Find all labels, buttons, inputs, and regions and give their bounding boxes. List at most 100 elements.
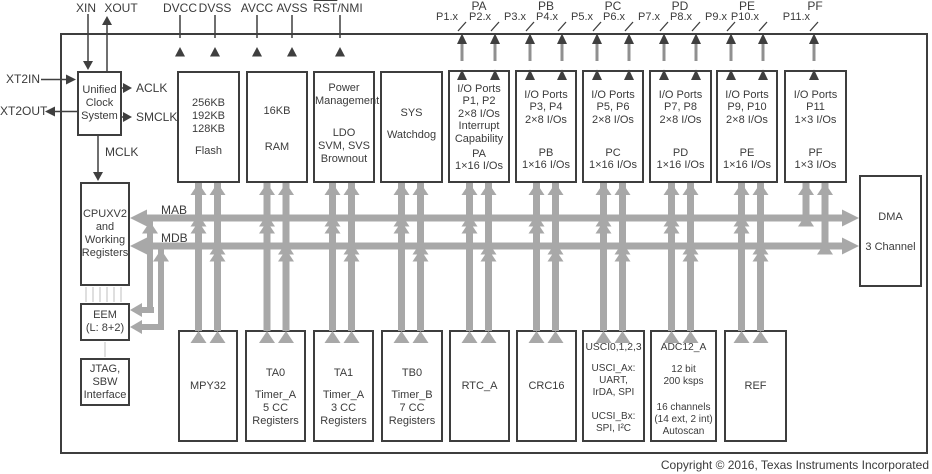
block-io-port-pf: I/O Ports P11 1×3 I/Os PF 1×3 I/Os — [784, 70, 847, 183]
bus-column-arrows — [190, 183, 833, 343]
ram-size: 16KB — [263, 105, 291, 117]
io-pe-title: I/O Ports P9, P10 2×8 I/Os — [725, 89, 769, 126]
mpy32-label: MPY32 — [189, 379, 227, 392]
copyright-notice: Copyright © 2016, Texas Instruments Inco… — [660, 458, 929, 472]
pin-label-dvcc: DVCC — [162, 1, 197, 15]
pin-label-p6x: P6.x — [602, 11, 625, 23]
io-pd-detail: PD 1×16 I/Os — [656, 147, 705, 172]
pin-label-p7x: P7.x — [637, 11, 660, 23]
supply-pin-arrows — [175, 15, 345, 57]
nmi-label: /NMI — [337, 1, 363, 15]
dma-detail: 3 Channel — [865, 241, 916, 253]
block-ta0: TA0 Timer_A 5 CC Registers — [245, 330, 306, 442]
pin-label-xt2out: XT2OUT — [0, 104, 48, 118]
ram-label: RAM — [264, 141, 290, 153]
usci-title: USCI0,1,2,3 — [585, 342, 642, 353]
io-pc-title: I/O Ports P5, P6 2×8 I/Os — [591, 89, 635, 126]
pin-label-p10x: P10.x — [730, 11, 759, 23]
block-rtc: RTC_A — [449, 330, 510, 442]
block-crc16: CRC16 — [516, 330, 577, 442]
usci-detail: UCSI_Bx: SPI, I²C — [591, 411, 636, 434]
block-io-port-pc: I/O Ports P5, P6 2×8 I/Os PC 1×16 I/Os — [582, 70, 644, 183]
io-pb-title: I/O Ports P3, P4 2×8 I/Os — [524, 89, 568, 126]
pin-label-p3x: P3.x — [503, 11, 526, 23]
sys-detail: Watchdog — [386, 129, 437, 141]
jtag-label: JTAG, SBW Interface — [83, 362, 127, 401]
pin-label-xout: XOUT — [104, 1, 138, 15]
adc12-mid: 12 bit 200 ksps — [663, 364, 704, 387]
port-group-label-pd: PD — [671, 0, 689, 13]
eem-label: EEM (L: 8+2) — [85, 309, 125, 334]
pin-label-p2x: P2.x — [468, 11, 491, 23]
tb0-title: TB0 — [401, 367, 423, 379]
pin-label-xt2in: XT2IN — [5, 72, 40, 86]
pin-label-avcc: AVCC — [240, 1, 274, 15]
io-pb-detail: PB 1×16 I/Os — [521, 147, 570, 172]
pin-label-p11x: P11.x — [782, 11, 810, 23]
bus-label-mdb: MDB — [161, 231, 188, 245]
signal-label-mclk: MCLK — [105, 145, 139, 159]
tb0-detail: Timer_B 7 CC Registers — [388, 389, 436, 427]
pin-label-rst-nmi: RST/NMI — [303, 2, 373, 15]
pin-label-p4x: P4.x — [535, 11, 558, 23]
pin-label-dvss: DVSS — [198, 1, 232, 15]
io-pe-detail: PE 1×16 I/Os — [722, 147, 771, 172]
block-adc12: ADC12_A 12 bit 200 ksps 16 channels (14 … — [650, 330, 717, 442]
block-ta1: TA1 Timer_A 3 CC Registers — [313, 330, 374, 442]
mdb-bus-arrow — [130, 237, 859, 255]
signal-label-smclk: SMCLK — [136, 110, 178, 124]
block-flash: 256KB 192KB 128KB Flash — [177, 71, 240, 183]
signal-label-aclk: ACLK — [136, 81, 168, 95]
pin-label-p5x: P5.x — [570, 11, 593, 23]
block-eem: EEM (L: 8+2) — [80, 303, 130, 341]
block-io-port-pb: I/O Ports P3, P4 2×8 I/Os PB 1×16 I/Os — [515, 70, 577, 183]
block-ram: 16KB RAM — [246, 71, 308, 183]
io-pa-detail: PA 1×16 I/Os — [454, 148, 503, 173]
port-group-label-pc: PC — [604, 0, 622, 13]
rst-label: RST — [313, 1, 338, 15]
io-pf-detail: PF 1×3 I/Os — [794, 147, 837, 172]
ucs-label: Unified Clock System — [81, 84, 118, 122]
ta1-detail: Timer_A 3 CC Registers — [320, 389, 367, 427]
pin-label-p8x: P8.x — [669, 11, 692, 23]
rtc-label: RTC_A — [461, 379, 498, 392]
pmm-title: Power Management — [315, 82, 380, 107]
block-ref: REF — [724, 330, 787, 442]
block-cpu: CPUXV2 and Working Registers — [80, 182, 130, 286]
ta1-title: TA1 — [333, 367, 354, 379]
flash-label: Flash — [195, 145, 222, 157]
port-group-label-pb: PB — [537, 0, 554, 13]
pmm-detail: LDO SVM, SVS Brownout — [318, 127, 370, 165]
pin-label-avss: AVSS — [276, 1, 308, 15]
port-group-label-pe: PE — [738, 0, 755, 13]
block-dma: DMA 3 Channel — [859, 175, 922, 287]
pin-label-p1x: P1.x — [435, 11, 458, 23]
ta0-detail: Timer_A 5 CC Registers — [252, 389, 299, 427]
port-group-label-pf: PF — [807, 0, 823, 13]
io-pa-title: I/O Ports P1, P2 2×8 I/Os Interrupt Capa… — [454, 83, 504, 145]
block-mpy32: MPY32 — [178, 330, 238, 442]
ref-label: REF — [744, 379, 767, 392]
io-pc-detail: PC 1×16 I/Os — [588, 147, 637, 172]
block-tb0: TB0 Timer_B 7 CC Registers — [381, 330, 443, 442]
cpu-label: CPUXV2 and Working Registers — [81, 208, 129, 259]
block-io-port-pe: I/O Ports P9, P10 2×8 I/Os PE 1×16 I/Os — [716, 70, 778, 183]
block-sys: SYS Watchdog — [380, 71, 443, 183]
block-jtag: JTAG, SBW Interface — [80, 358, 130, 406]
block-io-port-pa: I/O Ports P1, P2 2×8 I/Os Interrupt Capa… — [448, 70, 510, 183]
io-pf-title: I/O Ports P11 1×3 I/Os — [793, 89, 838, 126]
sys-title: SYS — [400, 107, 423, 119]
bus-label-mab: MAB — [161, 203, 188, 217]
block-unified-clock-system: Unified Clock System — [77, 71, 122, 136]
adc12-detail: 16 channels (14 ext, 2 int) Autoscan — [654, 402, 713, 437]
pin-label-xin: XIN — [75, 1, 96, 15]
flash-sizes: 256KB 192KB 128KB — [191, 97, 226, 135]
pin-label-p9x: P9.x — [704, 11, 727, 23]
usci-mid: USCI_Ax: UART, IrDA, SPI — [591, 363, 636, 398]
io-pd-title: I/O Ports P7, P8 2×8 I/Os — [658, 89, 703, 126]
dma-title: DMA — [878, 211, 903, 223]
mab-bus-arrow — [130, 209, 859, 227]
port-group-label-pa: PA — [471, 0, 487, 13]
ta0-title: TA0 — [265, 367, 286, 379]
